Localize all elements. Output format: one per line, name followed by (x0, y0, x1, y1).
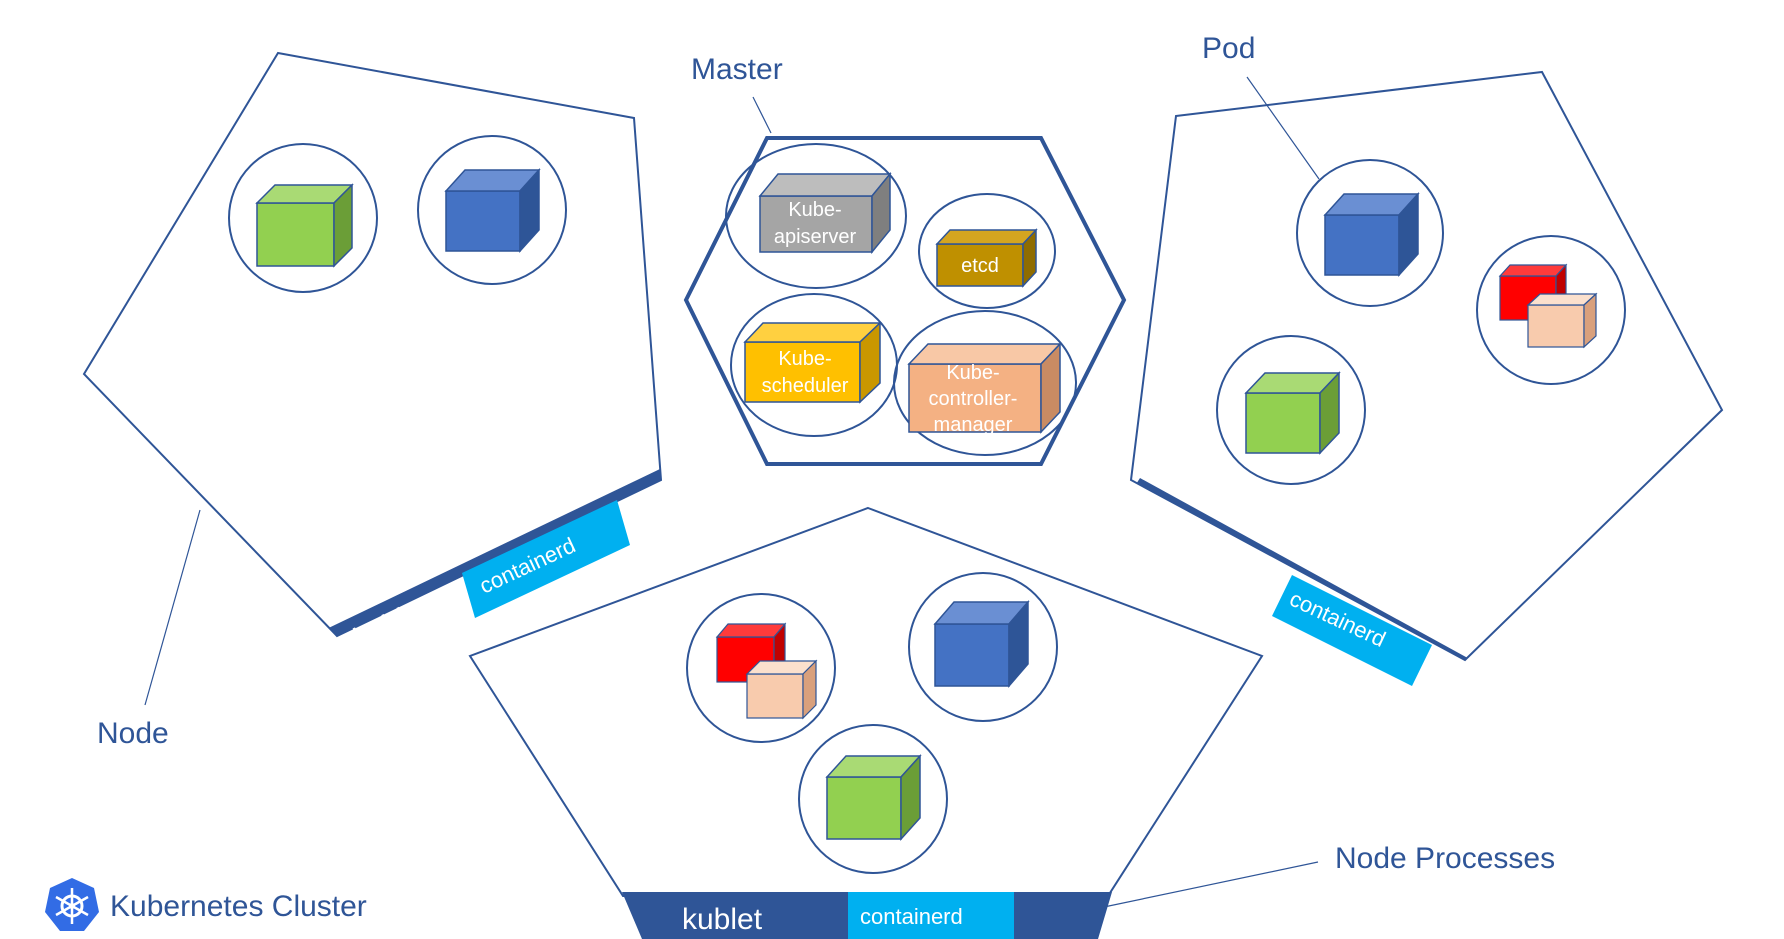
blue-container-icon (444, 168, 541, 253)
peach-container-icon (745, 659, 818, 720)
scheduler-label-2: scheduler (762, 375, 849, 397)
apiserver-pod[interactable] (725, 143, 907, 289)
master-node: Kube- apiserver etcd Kube- scheduler Kub… (683, 136, 1127, 466)
right-node-outline (1129, 70, 1724, 662)
left-containerd-box[interactable] (462, 500, 630, 618)
green-container-icon (255, 183, 354, 268)
etcd-label: etcd (961, 255, 999, 277)
master-leader-line (752, 96, 772, 134)
node-processes-callout: Node Processes (1335, 842, 1555, 875)
controller-manager-label-3: manager (934, 414, 1013, 436)
node-leader-line (144, 509, 201, 706)
pod-callout: Pod (1202, 32, 1255, 65)
right-pod-1[interactable] (1296, 159, 1444, 307)
right-pod-3[interactable] (1216, 335, 1366, 485)
scheduler-box[interactable] (743, 321, 882, 404)
pod-leader-line (1246, 76, 1320, 180)
callouts: Master Pod Node Node Processes (97, 32, 1555, 908)
master-node-outline (683, 136, 1127, 466)
bottom-containerd-label: containerd (860, 904, 963, 929)
apiserver-label-2: apiserver (774, 226, 857, 248)
etcd-pod[interactable] (918, 193, 1056, 309)
left-pod-2[interactable] (417, 135, 567, 285)
blue-container-icon (933, 599, 1030, 689)
controller-manager-box[interactable] (907, 342, 1062, 434)
right-node: kublet containerd (1129, 70, 1724, 686)
bottom-containerd-box[interactable] (848, 892, 1014, 939)
right-pod-2[interactable] (1476, 235, 1626, 385)
right-containerd-box[interactable] (1272, 575, 1432, 686)
node-processes-leader-line (1103, 861, 1319, 908)
bottom-pod-1[interactable] (686, 593, 836, 743)
left-node: kublet containerd (82, 51, 663, 655)
peach-container-icon (1526, 292, 1598, 349)
bottom-pod-3[interactable] (798, 724, 948, 874)
controller-manager-pod[interactable] (893, 310, 1077, 456)
apiserver-box[interactable] (758, 171, 892, 255)
blue-container-icon (1323, 192, 1420, 277)
green-container-icon (1244, 371, 1341, 455)
kubernetes-logo-icon (45, 878, 99, 931)
etcd-box[interactable] (935, 228, 1038, 288)
node-callout: Node (97, 717, 169, 750)
bottom-node: kublet containerd (468, 506, 1264, 939)
controller-manager-label-2: controller- (929, 388, 1018, 410)
master-callout: Master (691, 53, 783, 86)
bottom-pod-2[interactable] (908, 572, 1058, 722)
controller-manager-label-1: Kube- (946, 362, 999, 384)
left-pod-1[interactable] (228, 143, 378, 293)
cluster-label: Kubernetes Cluster (110, 890, 367, 923)
scheduler-label-1: Kube- (778, 348, 831, 370)
green-container-icon (825, 754, 922, 841)
bottom-kublet-label: kublet (682, 903, 763, 936)
apiserver-label-1: Kube- (788, 199, 841, 221)
